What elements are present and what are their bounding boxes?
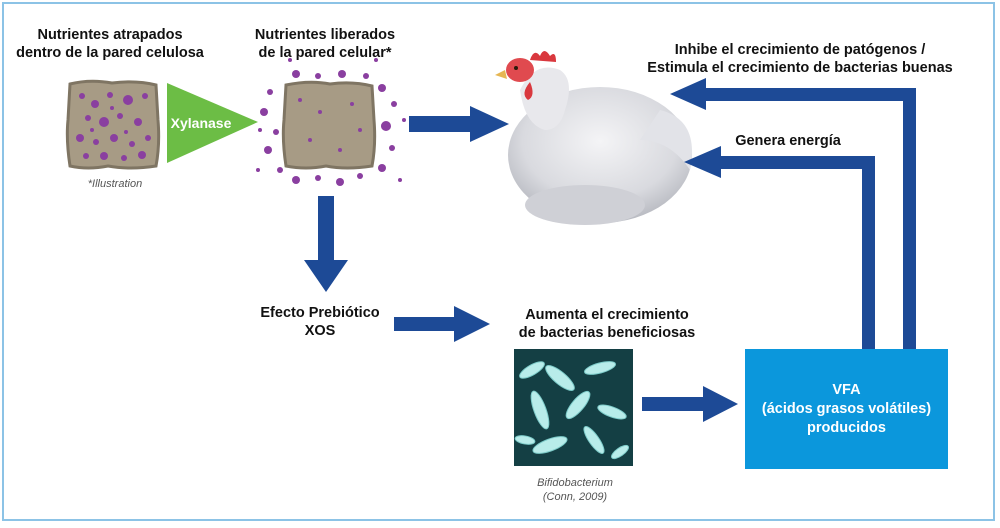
xylanase-label: Xylanase: [171, 115, 232, 131]
label-released-nutrients: Nutrientes liberados de la pared celular…: [254, 27, 396, 61]
flow-arrows: [304, 78, 916, 422]
vfa-box: VFA (ácidos grasos volátiles) producidos: [745, 349, 948, 469]
arrow-to-chicken: [409, 106, 509, 142]
released-cell-icon: [256, 58, 406, 186]
label-prebiotic-effect: Efecto Prebiótico XOS: [260, 305, 380, 339]
arrow-to-bacteria: [394, 306, 490, 342]
arrow-loop-energy: [684, 146, 875, 350]
vfa-label: VFA (ácidos grasos volátiles) producidos: [761, 381, 932, 436]
arrow-down-to-prebiotic: [304, 196, 348, 292]
trapped-cell-icon: [65, 79, 161, 170]
label-trapped-nutrients: Nutrientes atrapados dentro de la pared …: [16, 27, 204, 61]
arrow-to-vfa: [642, 386, 738, 422]
caption-bifidobacterium: Bifidobacterium (Conn, 2009): [537, 477, 613, 503]
label-inhibits-pathogens: Inhibe el crecimiento de patógenos / Est…: [647, 42, 953, 76]
label-increases-bacteria: Aumenta el crecimiento de bacterias bene…: [518, 307, 696, 341]
arrow-loop-inhibits: [670, 78, 916, 350]
caption-illustration: *Illustration: [87, 178, 143, 190]
chicken-image: [495, 51, 692, 225]
xylanase-enzyme-icon: [167, 83, 258, 163]
bacteria-image: [514, 349, 633, 466]
label-generates-energy: Genera energía: [735, 133, 841, 149]
